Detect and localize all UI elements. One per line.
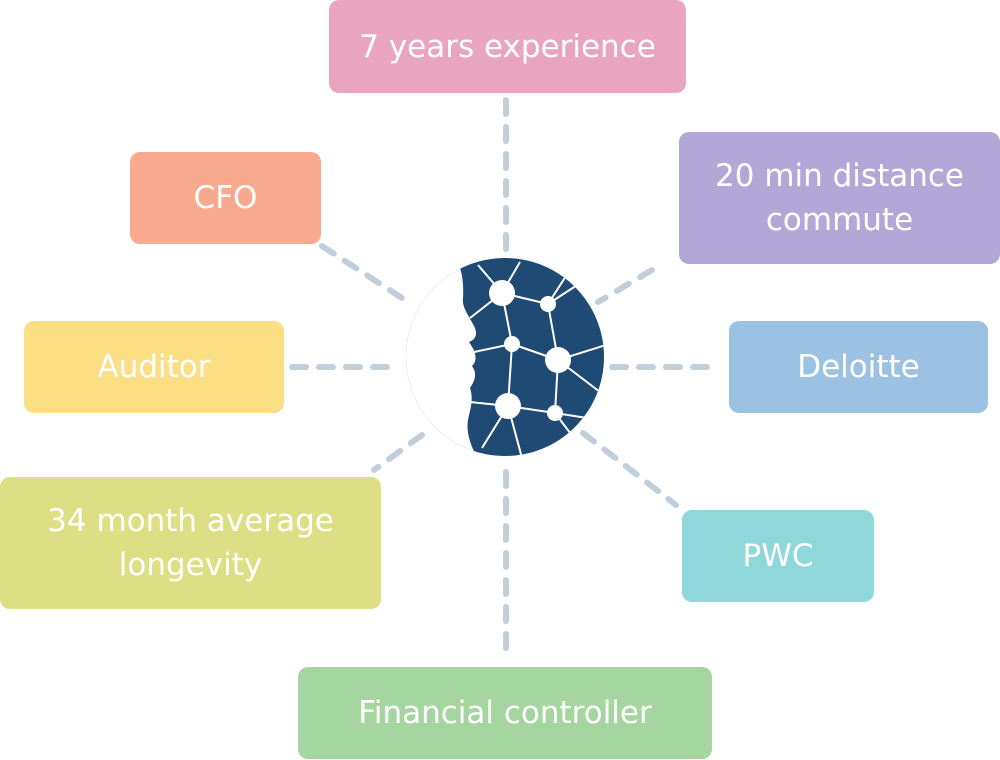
- node-box-experience: 7 years experience: [329, 0, 686, 93]
- node-box-commute: 20 min distance commute: [679, 132, 1000, 264]
- node-label-deloitte: Deloitte: [797, 349, 920, 385]
- node-box-cfo: CFO: [130, 152, 321, 244]
- node-label-pwc: PWC: [742, 538, 814, 574]
- node-label-longevity: 34 month average longevity: [47, 503, 334, 583]
- node-label-controller: Financial controller: [358, 695, 652, 731]
- connector-pwc: [580, 430, 679, 508]
- node-label-commute: 20 min distance commute: [715, 158, 964, 238]
- node-label-experience: 7 years experience: [359, 28, 656, 65]
- node-box-pwc: PWC: [682, 510, 874, 602]
- node-box-controller: Financial controller: [298, 667, 712, 759]
- node-box-deloitte: Deloitte: [729, 321, 988, 413]
- connector-commute: [595, 267, 655, 305]
- network-nodes: [489, 280, 571, 421]
- node-box-longevity: 34 month average longevity: [0, 477, 381, 609]
- connector-cfo: [319, 243, 408, 303]
- ai-head-network-icon: [406, 258, 604, 456]
- node-box-auditor: Auditor: [24, 321, 284, 413]
- node-label-cfo: CFO: [193, 180, 258, 216]
- connectors: [289, 97, 721, 658]
- connector-longevity: [371, 432, 425, 473]
- node-label-auditor: Auditor: [97, 349, 211, 385]
